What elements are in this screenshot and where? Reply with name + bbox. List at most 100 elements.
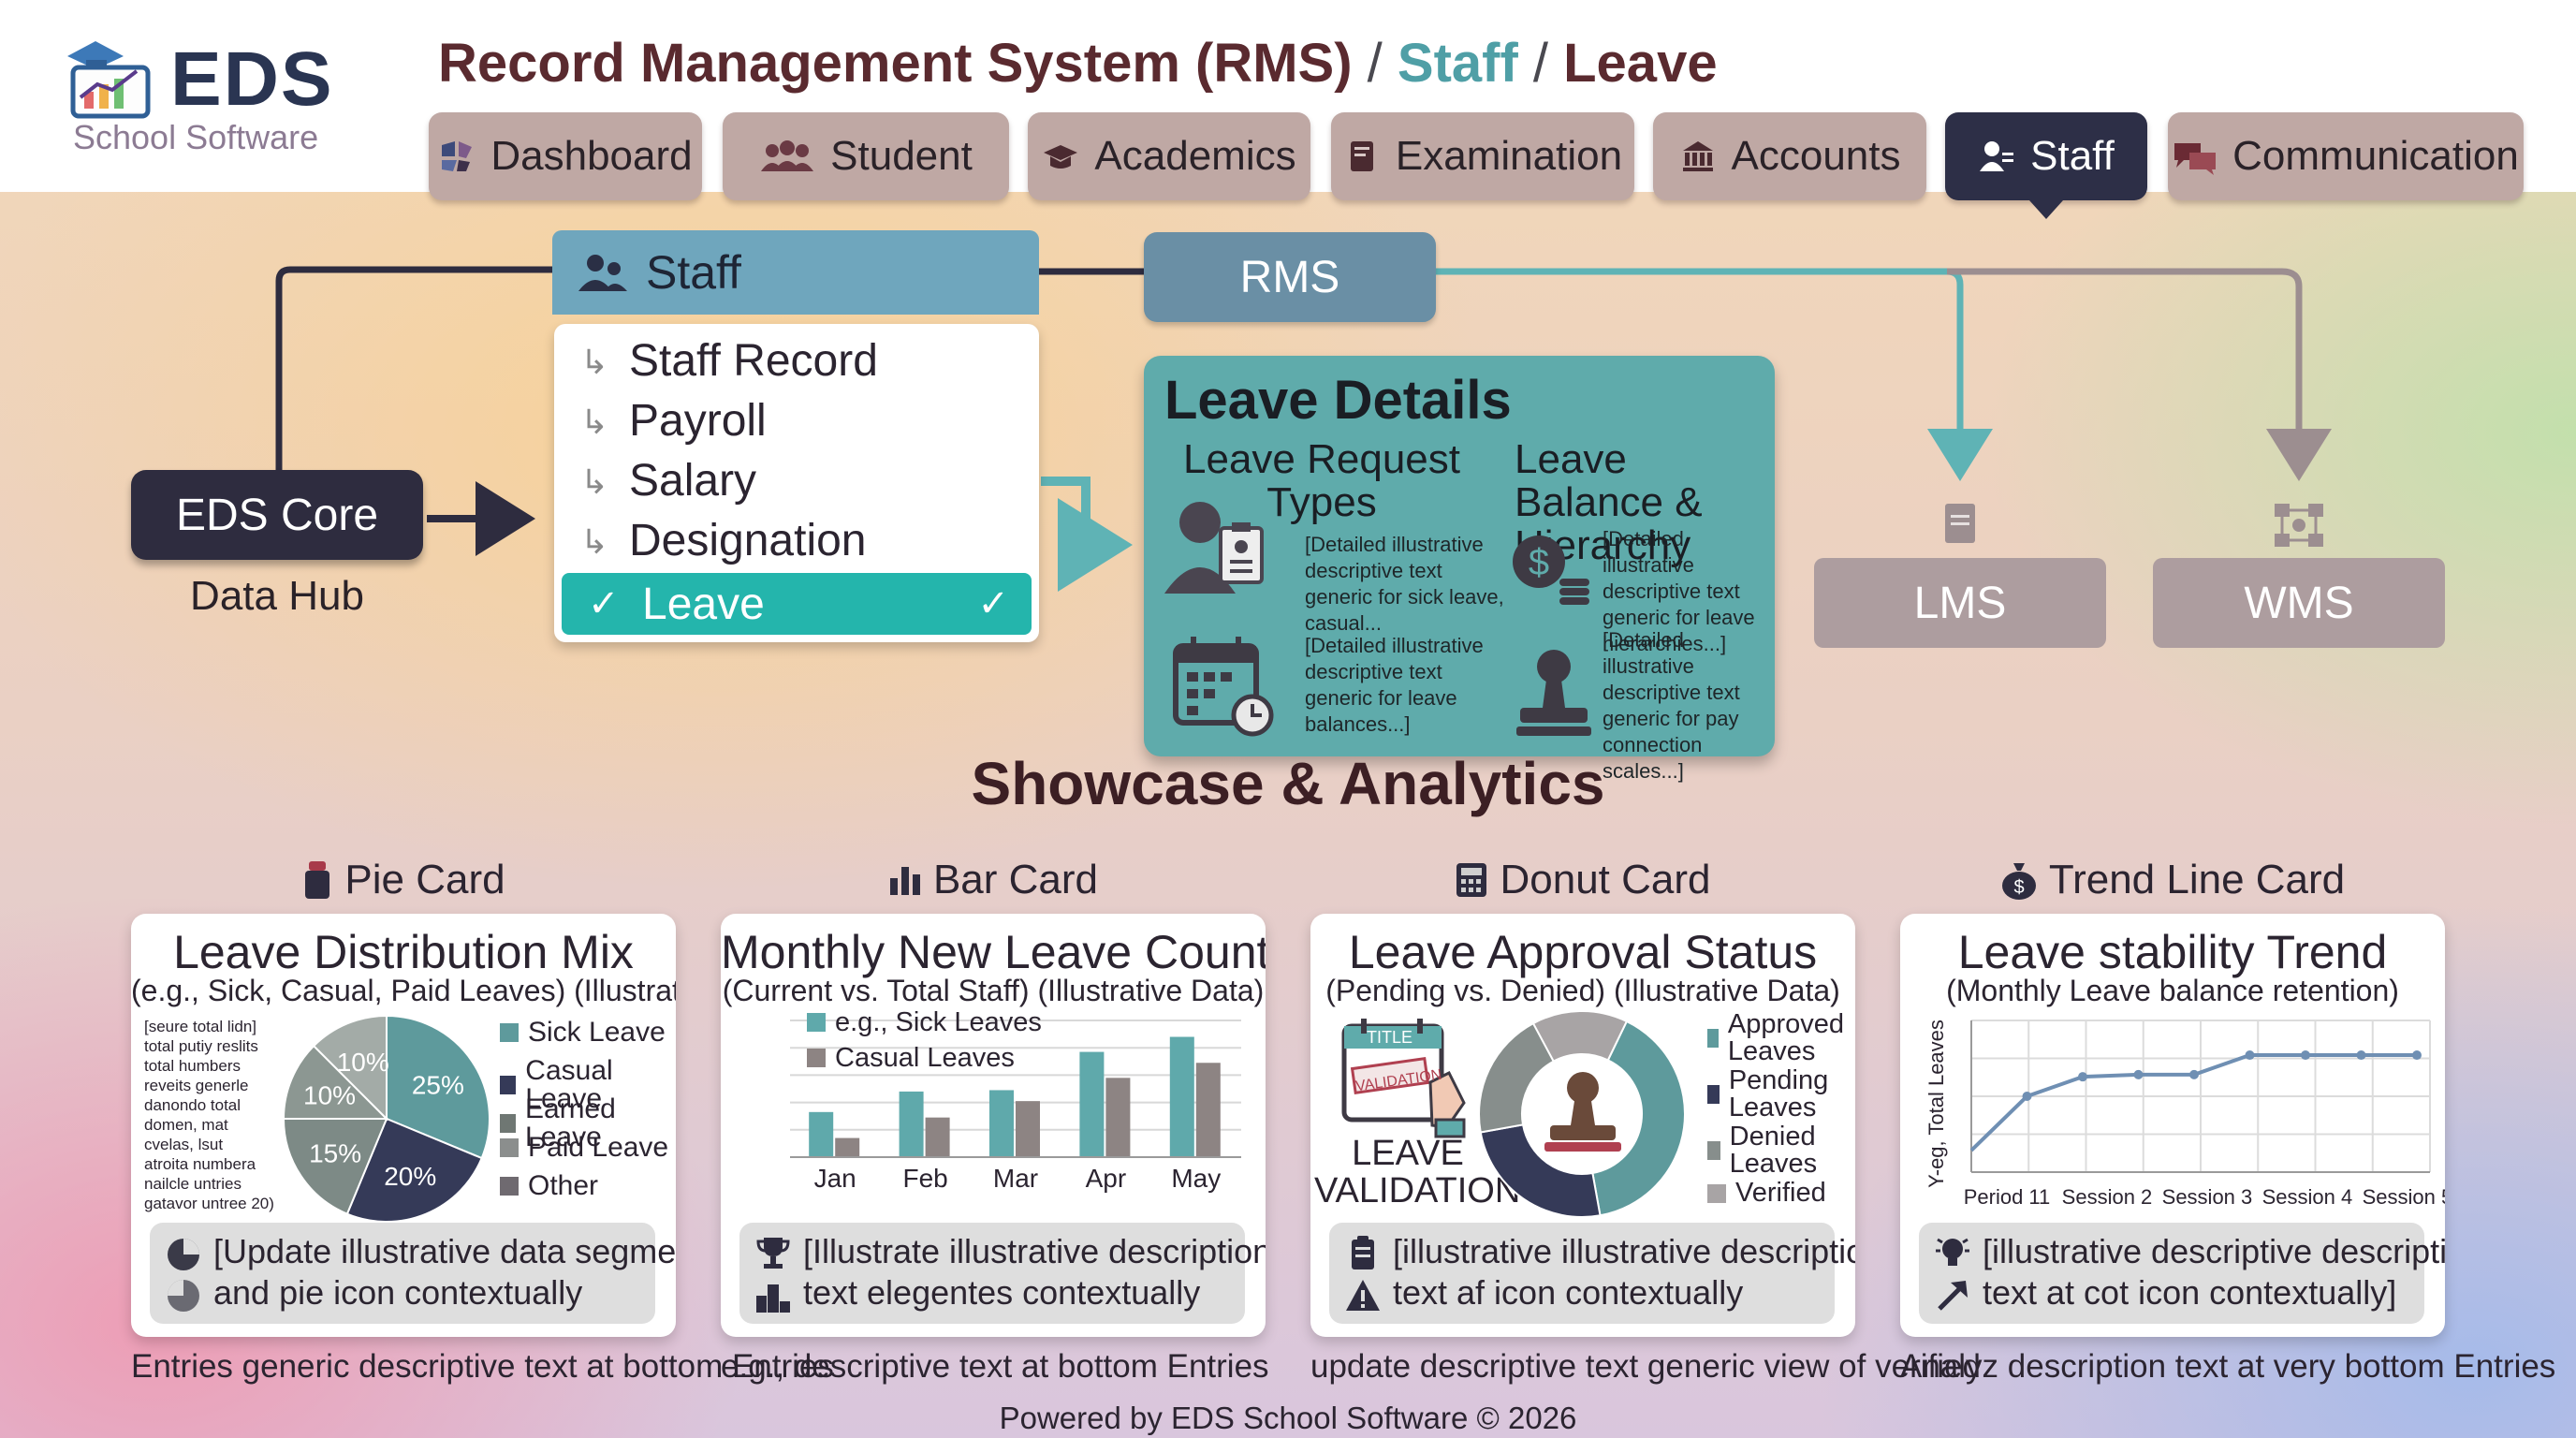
staff-menu-header[interactable]: Staff [552, 230, 1039, 315]
pie-slice [282, 1118, 388, 1215]
leave-hierarchy-text: [Detailed illustrative descriptive text … [1603, 527, 1755, 655]
bar-card-caption: e.g., descriptive text at bottom Entries [721, 1348, 1269, 1385]
leave-balance-text: [Detailed illustrative descriptive text … [1305, 634, 1484, 736]
card-label-text: Trend Line Card [2048, 857, 2346, 902]
eds-core-node[interactable]: EDS Core [131, 470, 423, 560]
pie-chart-icon [168, 1280, 199, 1312]
breadcrumb-root[interactable]: Record Management System (RMS) [438, 33, 1353, 94]
brand-subtitle: School Software [73, 118, 319, 156]
bar-footer-line-2: text elegentes contextually [803, 1273, 1201, 1312]
showcase-title: Showcase & Analytics [971, 750, 1605, 817]
legend-swatch [1707, 1085, 1720, 1104]
submenu-arrow-icon: ↳ [580, 343, 609, 381]
menu-item-leave[interactable]: ✓ Leave ✓ [562, 573, 1032, 635]
tab-label: Student [830, 133, 973, 179]
trend-card-caption: Analyz description text at very bottom E… [1900, 1348, 2556, 1385]
x-tick-label: Session 4 [2262, 1185, 2353, 1209]
breadcrumb-leave: Leave [1563, 33, 1718, 94]
brand-logo[interactable]: EDS School Software [60, 36, 334, 167]
trend-line [1969, 1053, 2417, 1152]
staff-dropdown-menu: ↳ Staff Record ↳ Payroll ↳ Salary ↳ Desi… [554, 324, 1039, 642]
bar-card[interactable]: Monthly New Leave Counts (Current vs. To… [721, 914, 1266, 1337]
money-bag-icon: $ [2001, 863, 2036, 900]
leave-details-panel: Leave Details Leave Request Types Leave … [1144, 356, 1775, 783]
pie-slice [312, 1014, 388, 1122]
x-tick-label: Session 2 [2062, 1185, 2153, 1209]
svg-text:$: $ [2013, 877, 2024, 898]
donut-card[interactable]: Leave Approval Status (Pending vs. Denie… [1310, 914, 1855, 1337]
breadcrumb-separator: / [1517, 33, 1564, 94]
podium-icon [756, 1284, 790, 1313]
bar [989, 1090, 1014, 1157]
side-text-line: total humbers [144, 1057, 241, 1075]
workflow-icon [2275, 504, 2323, 547]
trend-card[interactable]: Leave stability Trend (Monthly Leave bal… [1900, 914, 2445, 1337]
lms-node[interactable]: LMS [1814, 558, 2106, 648]
bar-footer-line-1: [Illustrate illustrative description [803, 1232, 1266, 1270]
pie-slice [282, 1044, 389, 1120]
trend-card-subtitle: (Monthly Leave balance retention) [1946, 974, 2399, 1007]
check-icon: ✓ [588, 583, 620, 624]
legend-swatch [500, 1023, 519, 1042]
tab-examination[interactable]: Examination [1331, 112, 1634, 200]
tab-dashboard[interactable]: Dashboard [429, 112, 702, 200]
bar [1195, 1063, 1221, 1157]
tab-student[interactable]: Student [723, 112, 1009, 200]
lightbulb-idea-icon [1936, 1238, 1969, 1266]
submenu-arrow-icon: ↳ [580, 403, 609, 441]
legend-swatch [500, 1076, 517, 1094]
tab-label: Accounts [1731, 133, 1901, 179]
legend-swatch [500, 1114, 517, 1133]
side-text-line: [seure total lidn] [144, 1018, 257, 1035]
x-tick-label: Session 5 [2363, 1185, 2445, 1209]
tab-label: Academics [1094, 133, 1296, 179]
validation-line-2: VALIDATION [1314, 1171, 1521, 1211]
menu-item-label: Staff Record [629, 336, 878, 386]
legend-item: Sick Leave [500, 1019, 666, 1047]
trend-point [2189, 1069, 2199, 1079]
tab-communication[interactable]: Communication [2168, 112, 2524, 200]
side-text-line: domen, mat [144, 1116, 228, 1134]
bar [1079, 1051, 1105, 1157]
pie-card[interactable]: Leave Distribution Mix (e.g., Sick, Casu… [131, 914, 676, 1337]
breadcrumb: Record Management System (RMS) / Staff /… [438, 32, 1718, 95]
bar [899, 1091, 924, 1157]
tab-label: Communication [2232, 133, 2519, 179]
x-tick-label: May [1171, 1164, 1221, 1193]
bank-icon [1682, 141, 1713, 171]
legend-swatch [1707, 1029, 1719, 1048]
tab-staff[interactable]: Staff [1945, 112, 2147, 219]
legend-item: Pending Leaves [1707, 1067, 1853, 1122]
legend-label: e.g., Sick Leaves [835, 1007, 1042, 1037]
trophy-icon [756, 1238, 790, 1269]
bar-card-title: Monthly New Leave Counts [721, 926, 1266, 978]
donut-card-caption: update descriptive text generic view of … [1310, 1348, 1981, 1385]
legend-swatch [1707, 1141, 1720, 1160]
approval-stamp-icon [1516, 650, 1591, 736]
wms-node[interactable]: WMS [2153, 558, 2445, 648]
dashboard-icon [442, 141, 473, 171]
x-tick-label: Feb [902, 1164, 947, 1193]
pie-card-subtitle: (e.g., Sick, Casual, Paid Leaves) (Illus… [131, 974, 676, 1007]
bar [809, 1111, 834, 1157]
breadcrumb-staff[interactable]: Staff [1397, 33, 1518, 94]
trend-point [2356, 1050, 2366, 1061]
bar [835, 1137, 860, 1157]
validation-calendar-icon [1341, 1019, 1466, 1138]
tab-accounts[interactable]: Accounts [1653, 112, 1926, 200]
calendar-clock-icon [1173, 637, 1274, 737]
legend-item: Other [500, 1172, 598, 1200]
legend-label: Paid Leave [528, 1132, 669, 1163]
rms-node[interactable]: RMS [1144, 232, 1436, 322]
side-text-line: atroita numbera [144, 1155, 256, 1173]
bar-card-footer: [Illustrate illustrative description tex… [739, 1223, 1266, 1324]
pie-card-caption: Entries generic descriptive text at bott… [131, 1348, 834, 1385]
donut-footer-line-2: text af icon contextually [1393, 1273, 1744, 1312]
brand-name: EDS [170, 37, 334, 122]
tab-academics[interactable]: Academics [1028, 112, 1310, 200]
tab-label: Dashboard [490, 133, 693, 179]
